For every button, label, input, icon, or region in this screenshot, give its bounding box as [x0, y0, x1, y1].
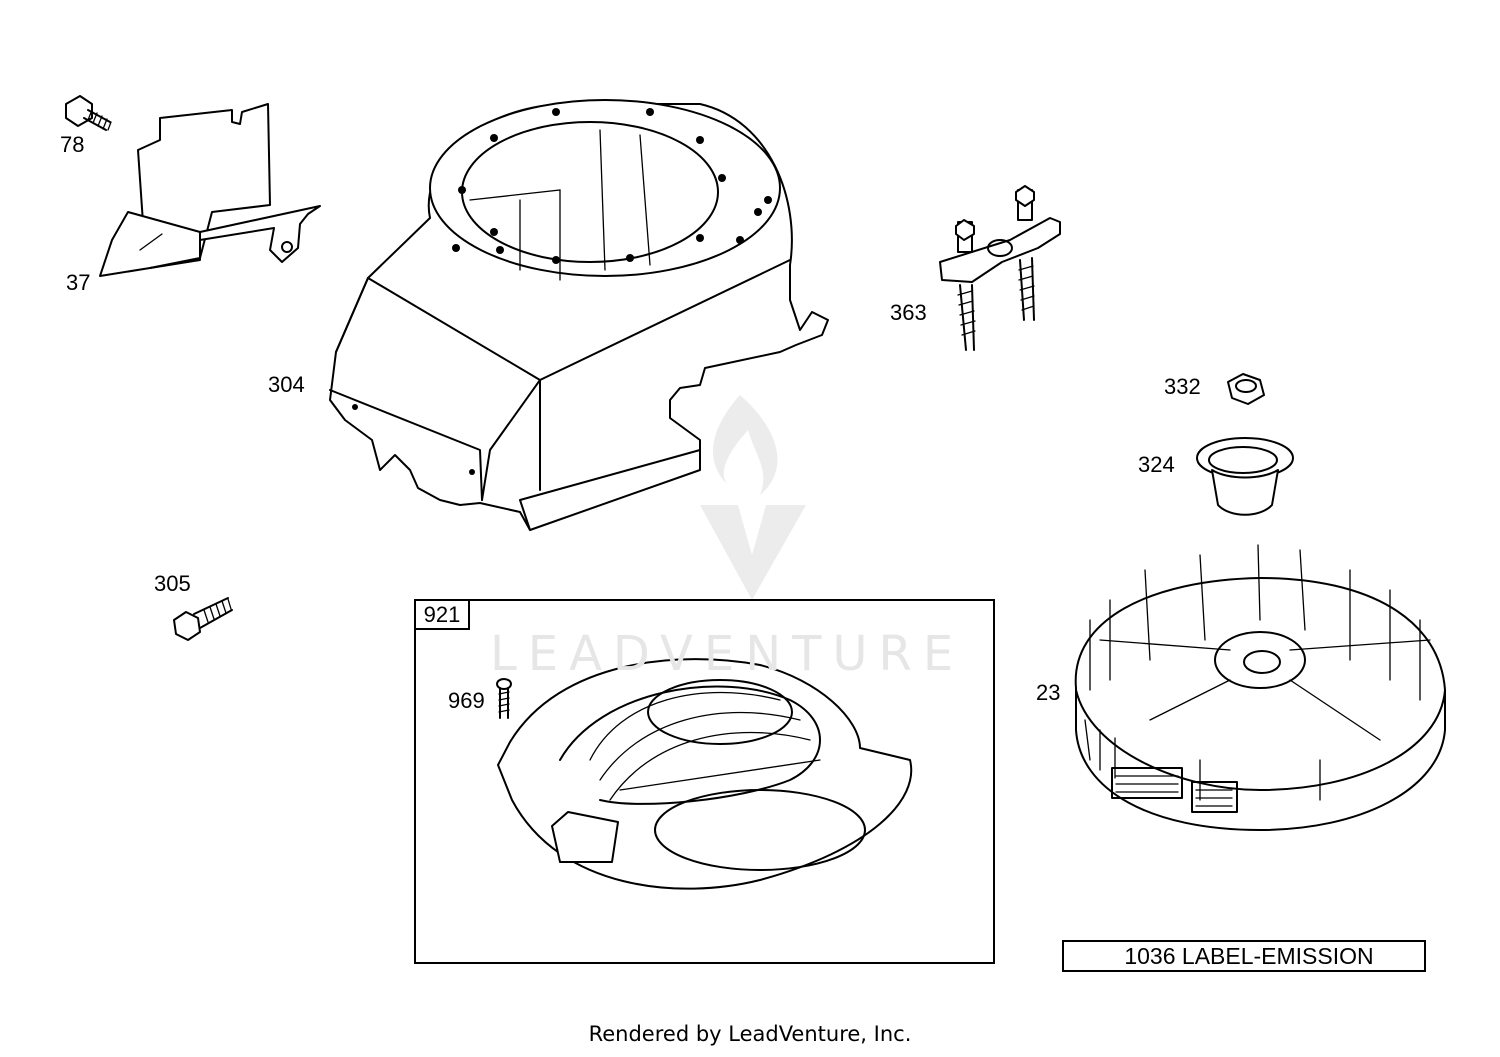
footer-credit: Rendered by LeadVenture, Inc. — [588, 1022, 912, 1046]
part-969-screw — [496, 678, 512, 719]
kit-921-tag[interactable]: 921 — [414, 599, 470, 630]
callout-332[interactable]: 332 — [1164, 374, 1201, 399]
callout-363[interactable]: 363 — [890, 300, 927, 325]
part-324-cup — [1196, 437, 1294, 516]
callout-969[interactable]: 969 — [448, 688, 485, 713]
watermark-text: LEADVENTURE — [490, 626, 965, 682]
part-304-blower-housing — [329, 99, 829, 531]
watermark-logo — [700, 395, 806, 600]
part-37-baffle — [99, 103, 321, 277]
part-363-bracket — [939, 185, 1061, 351]
callout-23[interactable]: 23 — [1036, 680, 1061, 705]
part-78-bolt — [65, 95, 112, 131]
part-921-cover — [497, 658, 913, 890]
part-332-nut — [1227, 373, 1265, 405]
callout-37[interactable]: 37 — [66, 270, 91, 295]
part-23-flywheel — [1074, 544, 1446, 831]
callout-305[interactable]: 305 — [154, 571, 191, 596]
emission-label-box[interactable]: 1036 LABEL-EMISSION — [1062, 940, 1426, 972]
callout-324[interactable]: 324 — [1138, 452, 1175, 477]
kit-921-box — [414, 599, 995, 964]
part-305-screw — [173, 597, 233, 641]
callout-78[interactable]: 78 — [60, 132, 85, 157]
callout-304[interactable]: 304 — [268, 372, 305, 397]
